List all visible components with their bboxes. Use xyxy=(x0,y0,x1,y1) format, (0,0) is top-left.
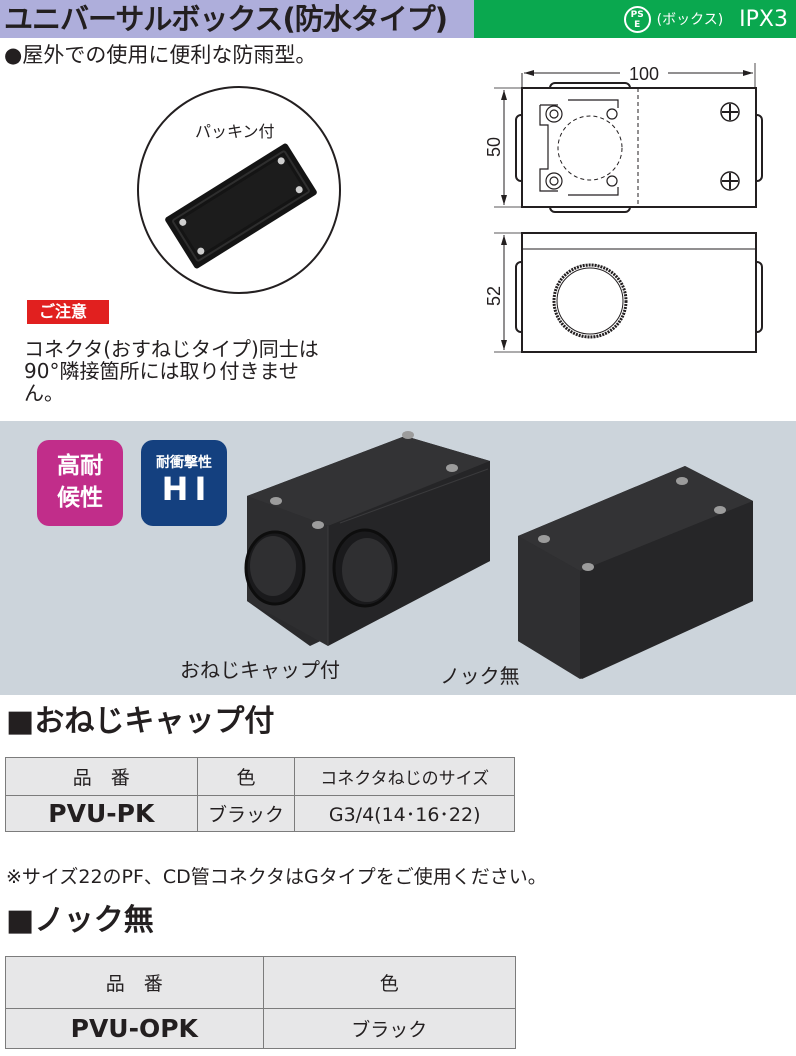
section-title-with-caps: ■おねじキャップ付 xyxy=(6,704,275,739)
table-row: PVU-OPK ブラック xyxy=(5,1008,517,1049)
badge-line: 高耐 xyxy=(57,453,103,479)
table-header-row: 品 番 色 xyxy=(5,956,517,1009)
color-value: ブラック xyxy=(262,1008,517,1049)
ip-rating: IPX3 xyxy=(739,6,788,32)
badge-line: 候性 xyxy=(57,485,103,511)
lead-text: ●屋外での使用に便利な防雨型。 xyxy=(4,43,317,67)
caution-tag: ご注意 xyxy=(27,300,109,324)
caption-no-knock: ノック無 xyxy=(440,664,520,688)
gasket-lid-image xyxy=(165,143,317,269)
part-number: PVU-PK xyxy=(5,795,198,832)
part-number: PVU-OPK xyxy=(5,1008,264,1049)
table-header-row: 品 番 色 コネクタねじのサイズ xyxy=(5,757,515,796)
badge-line: HI xyxy=(161,470,213,508)
section-title-no-knock: ■ノック無 xyxy=(6,903,154,938)
box-no-knock-photo xyxy=(518,466,753,679)
page-title: ユニバーサルボックス(防水タイプ) xyxy=(0,0,474,38)
box-with-caps-photo xyxy=(244,431,490,646)
side-height-dimension: 52 xyxy=(484,286,504,306)
product-photo-panel: 高耐 候性 耐衝撃性 HI おねじキャップ付 ノック無 xyxy=(0,421,796,695)
side-view-drawing: 52 xyxy=(484,232,763,353)
width-dimension: 100 xyxy=(629,64,659,84)
spec-table-no-knock: 品 番 色 PVU-OPK ブラック xyxy=(5,956,517,1049)
table-row: PVU-PK ブラック G3/4(14･16･22) xyxy=(5,795,515,832)
caption-with-caps: おねじキャップ付 xyxy=(180,658,340,682)
box-label: (ボックス) xyxy=(656,12,724,28)
thread-size-value: G3/4(14･16･22) xyxy=(294,795,515,832)
header-part-number: 品 番 xyxy=(5,757,198,796)
header-part-number: 品 番 xyxy=(5,956,264,1009)
gasket-inset: パッキン付 xyxy=(137,86,341,294)
badge-line: 耐衝撃性 xyxy=(156,455,212,471)
height-dimension: 50 xyxy=(484,137,504,157)
impact-resistance-badge: 耐衝撃性 HI xyxy=(141,440,227,526)
spec-table-with-caps: 品 番 色 コネクタねじのサイズ PVU-PK ブラック G3/4(14･16･… xyxy=(5,757,515,832)
weather-resistance-badge: 高耐 候性 xyxy=(37,440,123,526)
header-thread-size: コネクタねじのサイズ xyxy=(294,757,515,796)
color-value: ブラック xyxy=(196,795,296,832)
header-color: 色 xyxy=(196,757,296,796)
gasket-label: パッキン付 xyxy=(195,122,275,141)
top-view-drawing: 100 50 xyxy=(484,63,763,213)
caution-text: コネクタ(おすねじタイプ)同士は90°隣接箇所には取り付きません。 xyxy=(24,337,319,405)
header-color: 色 xyxy=(262,956,517,1009)
note-text: ※サイズ22のPF、CD管コネクタはGタイプをご使用ください。 xyxy=(6,866,547,888)
